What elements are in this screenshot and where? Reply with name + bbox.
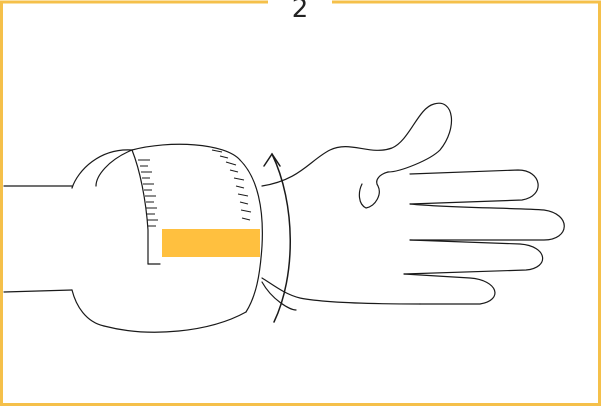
- finger-index: [410, 170, 538, 204]
- tape-back-edge: [72, 150, 132, 326]
- finger-middle: [410, 204, 564, 240]
- tape-scale-ticks-left: [138, 160, 158, 226]
- step-number: 2: [270, 0, 330, 24]
- tape-scale-ticks-right: [212, 150, 251, 220]
- tape-top-edge: [132, 144, 240, 160]
- tape-highlight: [162, 229, 260, 257]
- tape-bottom-edge: [104, 312, 246, 332]
- finger-little: [404, 274, 495, 304]
- tape-inner-edge: [132, 150, 148, 264]
- arm-outline-bottom: [4, 290, 72, 292]
- finger-ring: [404, 240, 543, 274]
